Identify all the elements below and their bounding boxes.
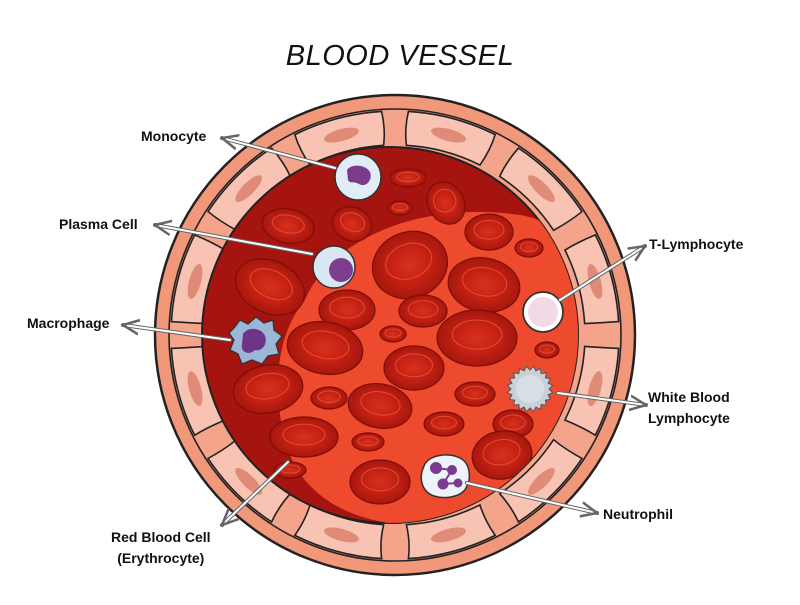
label-t-lymphocyte: T-Lymphocyte bbox=[649, 236, 744, 252]
red-blood-cell bbox=[514, 238, 544, 258]
pointer-lines bbox=[123, 138, 646, 525]
red-blood-cells bbox=[232, 168, 560, 505]
label-white-blood-line1: White Blood bbox=[648, 389, 730, 405]
red-blood-cell bbox=[310, 386, 348, 410]
neutrophil-cell bbox=[420, 454, 471, 499]
label-plasma-cell: Plasma Cell bbox=[59, 216, 138, 232]
macrophage-cell bbox=[228, 316, 283, 365]
white-blood-lymphocyte-cell bbox=[506, 365, 554, 413]
monocyte-cell bbox=[334, 153, 382, 201]
red-blood-cell bbox=[426, 181, 466, 225]
red-blood-cell bbox=[389, 168, 427, 188]
label-neutrophil: Neutrophil bbox=[603, 506, 673, 522]
endothelial-cells bbox=[170, 110, 620, 560]
red-blood-cell bbox=[379, 325, 407, 343]
red-blood-cell bbox=[447, 257, 521, 313]
pointer-red-blood-cell bbox=[222, 460, 290, 525]
label-red-blood-cell-line1: Red Blood Cell bbox=[111, 529, 211, 545]
red-blood-cell bbox=[232, 363, 304, 415]
endothelial-nucleus bbox=[431, 527, 467, 543]
label-monocyte: Monocyte bbox=[141, 128, 207, 144]
label-white-blood-line2: Lymphocyte bbox=[648, 410, 730, 426]
red-blood-cell bbox=[398, 294, 448, 328]
red-blood-cell bbox=[286, 320, 364, 376]
red-blood-cell bbox=[534, 341, 560, 359]
endothelial-nucleus bbox=[527, 467, 555, 495]
endothelial-nucleus bbox=[323, 127, 359, 143]
red-blood-cell bbox=[383, 345, 445, 391]
red-blood-cell bbox=[423, 411, 465, 437]
endothelial-nucleus bbox=[527, 175, 555, 203]
endothelial-nucleus bbox=[431, 127, 467, 143]
label-red-blood-cell: Red Blood Cell (Erythrocyte) bbox=[111, 527, 211, 569]
red-blood-cell bbox=[349, 459, 411, 505]
endothelial-nucleus bbox=[587, 263, 603, 299]
label-macrophage: Macrophage bbox=[27, 315, 110, 331]
diagram-title: BLOOD VESSEL bbox=[285, 40, 515, 72]
red-blood-cell bbox=[261, 208, 315, 244]
plasma-cell bbox=[312, 245, 356, 289]
endothelial-nucleus bbox=[235, 175, 263, 203]
pointer-macrophage bbox=[123, 325, 232, 342]
pointer-white-blood-lymphocyte bbox=[556, 391, 646, 405]
red-blood-cell bbox=[464, 213, 514, 251]
red-blood-cell bbox=[436, 309, 518, 367]
red-blood-cell bbox=[454, 381, 496, 407]
pointer-t-lymphocyte bbox=[558, 244, 645, 302]
label-white-blood-lymphocyte: White Blood Lymphocyte bbox=[648, 387, 730, 429]
t-lymphocyte-cell bbox=[522, 291, 564, 333]
label-red-blood-cell-line2: (Erythrocyte) bbox=[117, 550, 205, 566]
red-blood-cell bbox=[387, 200, 413, 216]
pointer-neutrophil bbox=[465, 481, 597, 513]
endothelial-nucleus bbox=[323, 527, 359, 543]
red-blood-cell bbox=[331, 206, 373, 242]
endothelial-nucleus bbox=[187, 263, 203, 299]
endothelial-nucleus bbox=[187, 371, 203, 407]
pointer-plasma-cell bbox=[155, 225, 314, 256]
vessel-lumen bbox=[201, 146, 579, 524]
pointer-monocyte bbox=[222, 138, 337, 170]
red-blood-cell bbox=[269, 416, 339, 458]
red-blood-cell bbox=[471, 430, 533, 480]
red-blood-cell bbox=[347, 383, 413, 429]
red-blood-cell bbox=[351, 432, 385, 452]
endothelial-nucleus bbox=[235, 467, 263, 495]
red-blood-cell bbox=[234, 258, 306, 316]
